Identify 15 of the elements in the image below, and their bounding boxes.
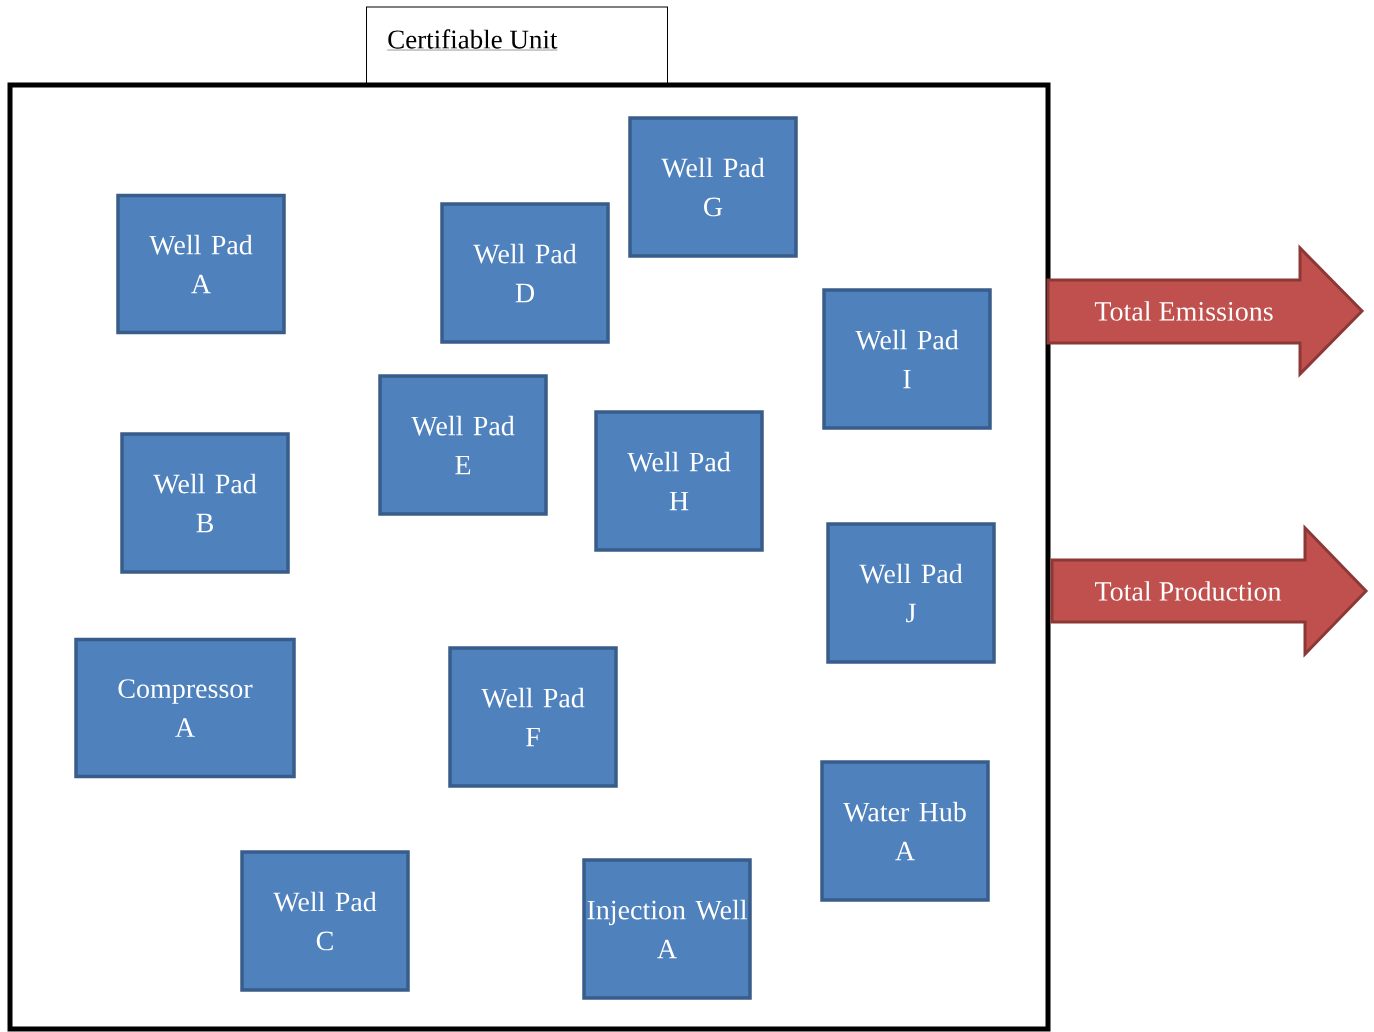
site-box: Well Pad F: [448, 646, 618, 788]
site-box: Well Pad G: [628, 116, 798, 258]
site-box: Well Pad D: [440, 202, 610, 344]
title: Certifiable Unit: [387, 29, 558, 51]
unit-frame: [7, 6, 1051, 1032]
site-box: Well Pad A: [116, 193, 286, 335]
site-box: Compressor A: [74, 637, 296, 779]
site-box: Well Pad E: [378, 374, 548, 516]
site-box: Well Pad H: [594, 410, 764, 552]
site-box: Well Pad B: [120, 432, 290, 574]
site-box: Injection Well A: [582, 858, 752, 1000]
site-box: Well Pad J: [826, 522, 996, 664]
site-box: Well Pad C: [240, 850, 410, 992]
site-box: Water Hub A: [820, 760, 990, 902]
site-box: Well Pad I: [822, 288, 992, 430]
